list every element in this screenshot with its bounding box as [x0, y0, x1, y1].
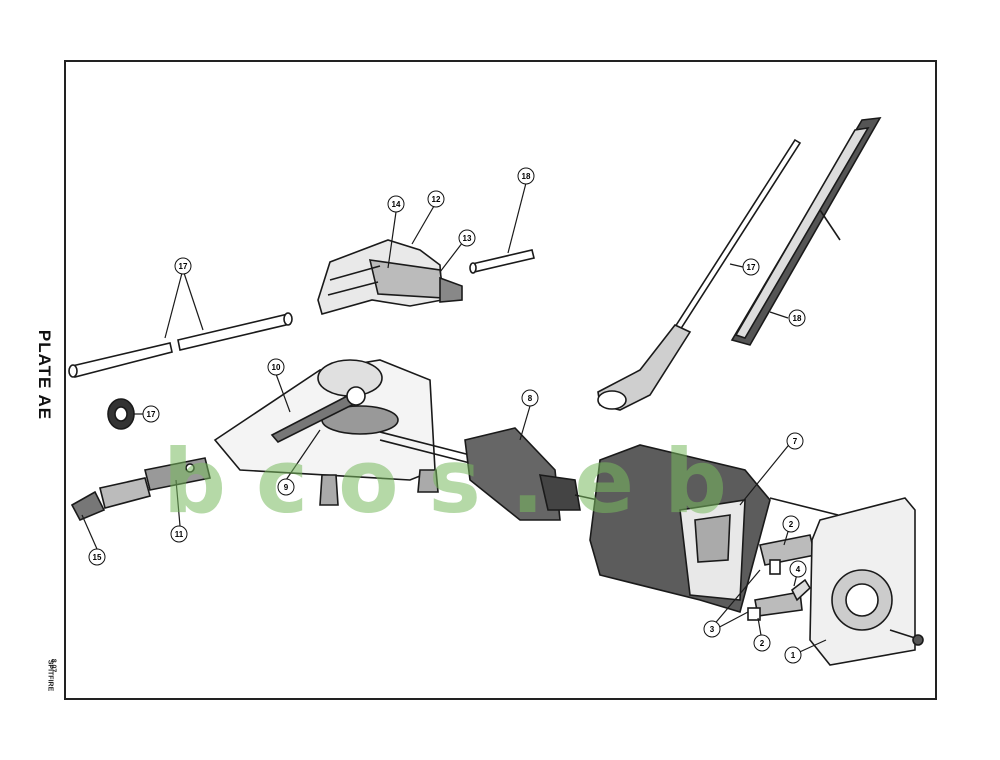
callout-12-label: 14	[392, 200, 401, 209]
callout-10-label: 12	[432, 195, 441, 204]
tube-15	[469, 249, 535, 274]
callout-2b: 2	[753, 634, 771, 652]
callout-13-label: 15	[93, 553, 102, 562]
grommet-16	[107, 398, 135, 430]
wiper-arm-17	[597, 138, 802, 411]
callout-4-label: 4	[796, 565, 801, 574]
gearbox-housing	[213, 359, 439, 506]
callout-3-label: 3	[710, 625, 715, 634]
armature-6	[379, 427, 599, 521]
callout-5: 7	[786, 432, 804, 450]
callout-17: 17	[742, 258, 760, 276]
plate-border	[64, 60, 937, 700]
callout-4: 4	[789, 560, 807, 578]
callout-8-label: 10	[272, 363, 281, 372]
callout-11: 13	[458, 229, 476, 247]
wheelbox-assembly	[317, 239, 463, 315]
wiper-blade-18	[730, 117, 882, 346]
yoke-5	[589, 444, 771, 614]
callout-8: 10	[267, 358, 285, 376]
cable-connector	[70, 457, 211, 522]
callout-16-label: 17	[147, 410, 156, 419]
callout-6: 8	[521, 389, 539, 407]
callout-9: 11	[170, 525, 188, 543]
callout-9-label: 11	[175, 530, 184, 539]
callout-7-label: 9	[284, 483, 289, 492]
brush-gear	[747, 534, 816, 621]
callout-17-label: 17	[747, 263, 756, 272]
callout-3: 3	[703, 620, 721, 638]
callouts: 17 18 14 12 13 10 17 9 8 11 15 17 18 7 2…	[88, 167, 807, 664]
callout-2a-label: 2	[789, 520, 794, 529]
callout-18: 18	[788, 309, 806, 327]
callout-15: 18	[517, 167, 535, 185]
callout-6-label: 8	[528, 394, 533, 403]
callout-1: 1	[784, 646, 802, 664]
callout-7: 9	[277, 478, 295, 496]
callout-2a: 2	[782, 515, 800, 533]
callout-14: 17	[174, 257, 192, 275]
end-plate-1	[769, 497, 924, 666]
callout-14-label: 17	[179, 262, 188, 271]
callout-10: 12	[427, 190, 445, 208]
callout-5-label: 7	[793, 437, 798, 446]
callout-1-label: 1	[791, 651, 796, 660]
callout-16: 17	[142, 405, 160, 423]
callout-13: 15	[88, 548, 106, 566]
callout-15-label: 18	[522, 172, 531, 181]
callout-12: 14	[387, 195, 405, 213]
callout-2b-label: 2	[760, 639, 765, 648]
callout-11-label: 13	[463, 234, 472, 243]
callout-18-label: 18	[793, 314, 802, 323]
tube-14	[68, 312, 293, 378]
